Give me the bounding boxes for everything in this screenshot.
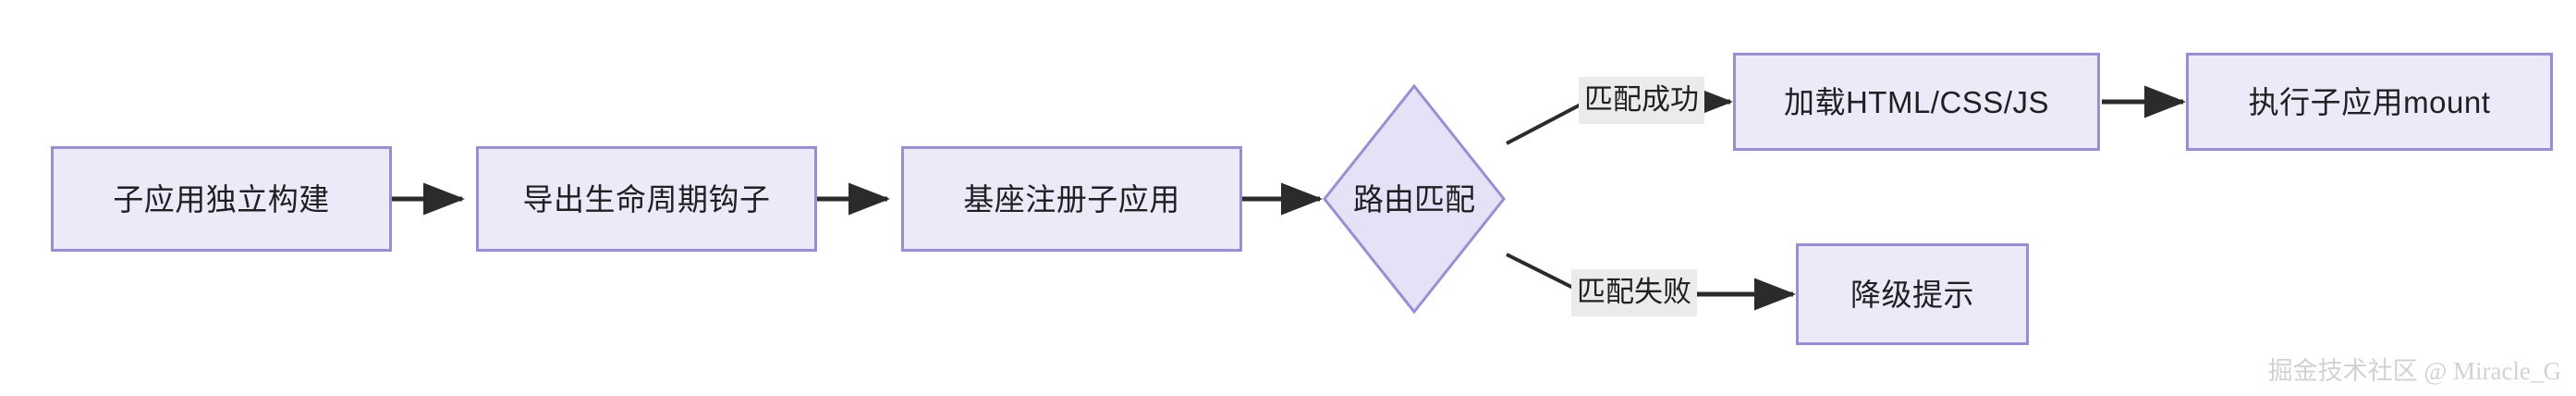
node-label: 路由匹配 xyxy=(1353,181,1475,217)
diamond-shape xyxy=(1323,83,1506,315)
edge-n4-n5-slope xyxy=(1506,102,1583,145)
node-degrade-prompt[interactable]: 降级提示 xyxy=(1796,243,2029,345)
node-label: 执行子应用mount xyxy=(2248,84,2491,119)
edge-label-text: 匹配失败 xyxy=(1577,276,1691,308)
edge-label-match-failure: 匹配失败 xyxy=(1571,269,1697,316)
watermark: 掘金技术社区 @ Miracle_G xyxy=(2268,351,2561,387)
edge-label-match-success: 匹配成功 xyxy=(1579,77,1704,124)
node-execute-sub-app-mount[interactable]: 执行子应用mount xyxy=(2186,53,2553,151)
node-export-lifecycle-hooks[interactable]: 导出生命周期钩子 xyxy=(476,146,817,252)
watermark-text: 掘金技术社区 @ Miracle_G xyxy=(2267,357,2561,385)
node-sub-app-independent-build[interactable]: 子应用独立构建 xyxy=(51,146,392,252)
node-label: 子应用独立构建 xyxy=(113,181,330,217)
edge-label-text: 匹配成功 xyxy=(1584,83,1699,116)
node-label: 加载HTML/CSS/JS xyxy=(1783,84,2050,119)
node-load-html-css-js[interactable]: 加载HTML/CSS/JS xyxy=(1733,53,2100,151)
node-label: 降级提示 xyxy=(1850,277,1974,312)
node-label: 基座注册子应用 xyxy=(963,181,1180,217)
node-base-register-sub-app[interactable]: 基座注册子应用 xyxy=(901,146,1242,252)
node-route-match[interactable]: 路由匹配 xyxy=(1322,83,1507,315)
node-label: 导出生命周期钩子 xyxy=(522,181,771,217)
